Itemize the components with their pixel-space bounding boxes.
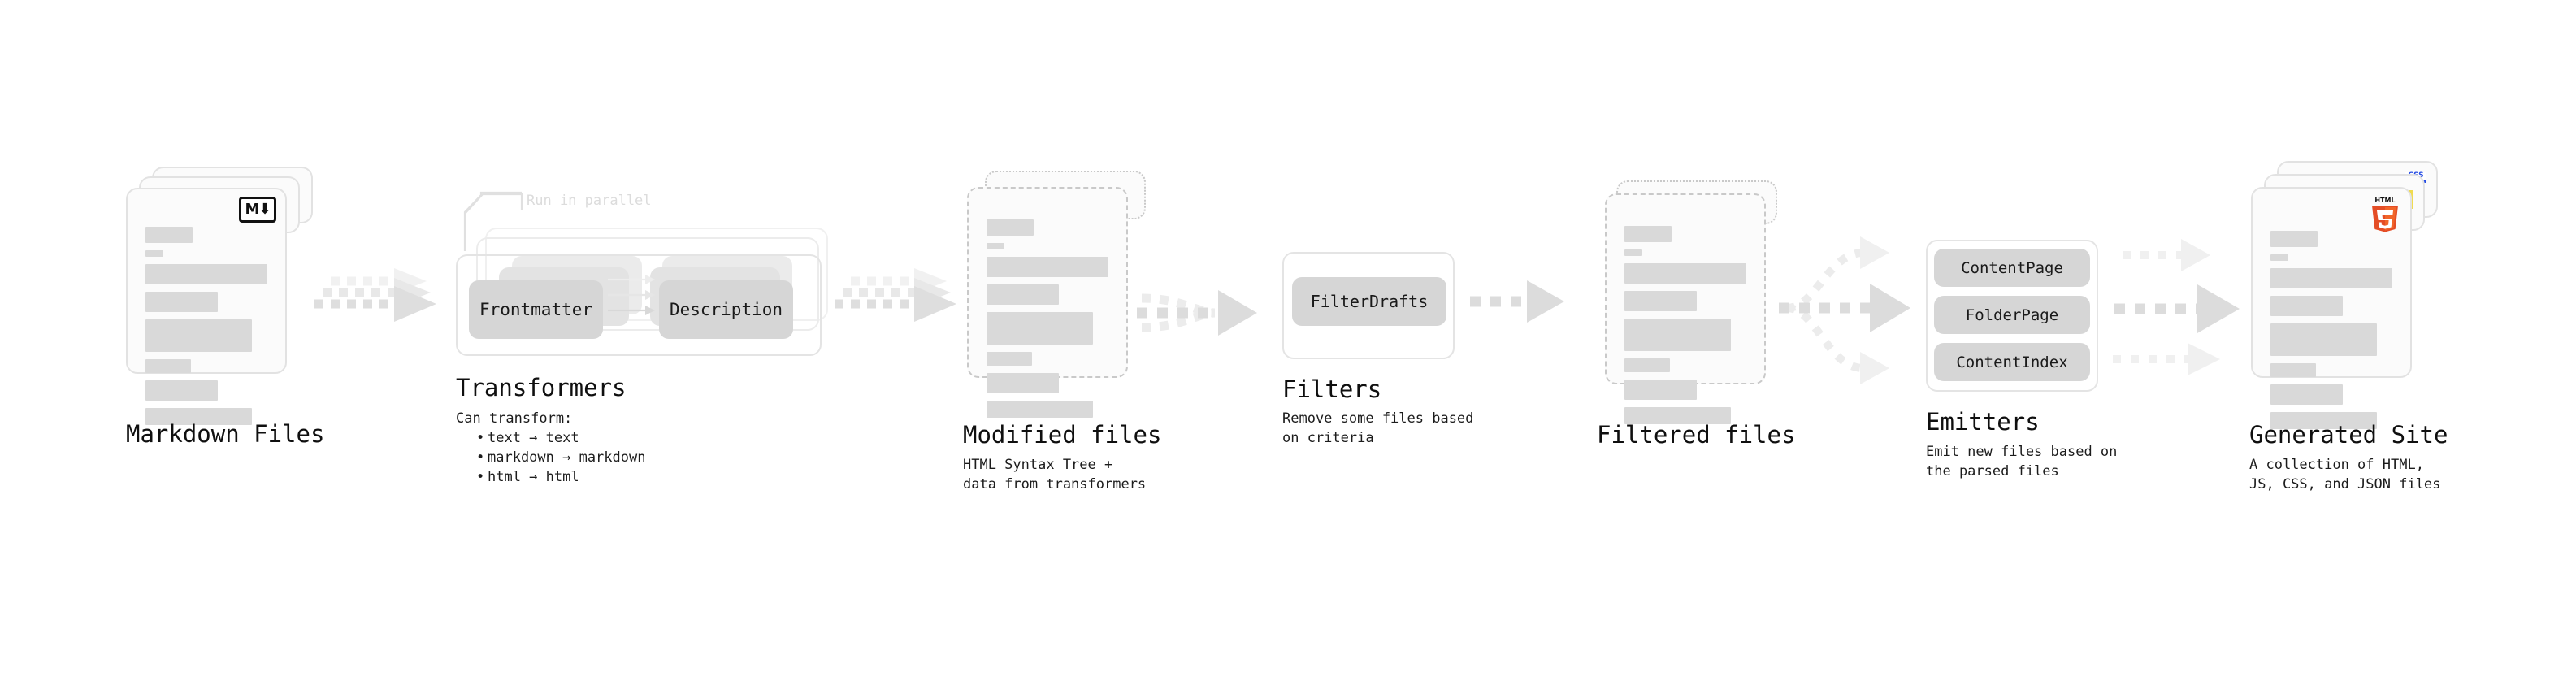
content-bar (2270, 296, 2343, 316)
transformers-bullet: text → text (476, 428, 645, 448)
content-bar (2270, 231, 2318, 247)
transformers-bullet: html → html (476, 467, 645, 487)
arrow-transformers-to-modified (833, 268, 963, 358)
content-bar (2270, 268, 2392, 288)
content-bar (1624, 226, 1672, 242)
html5-icon: HTML (2368, 195, 2402, 232)
content-bar (987, 219, 1034, 236)
markdown-icon: M⬇ (239, 197, 276, 223)
content-bar (1624, 263, 1746, 284)
markdown-icon-arrow: ⬇ (258, 201, 271, 218)
arrow-markdown-to-transformers (313, 268, 443, 358)
filter-chip-filterdrafts[interactable]: FilterDrafts (1292, 277, 1446, 326)
transformer-chip-description[interactable]: Description (659, 280, 793, 339)
content-bar (1624, 291, 1697, 311)
generated-file-content (2270, 231, 2392, 436)
content-bar (1624, 358, 1670, 372)
modified-files-title: Modified files (963, 421, 1162, 449)
content-bar (987, 373, 1059, 393)
modified-file-card-front (967, 187, 1128, 418)
filters-title: Filters (1282, 375, 1382, 403)
emitter-chip-contentindex[interactable]: ContentIndex (1934, 343, 2090, 381)
generated-site-subtitle: A collection of HTML, JS, CSS, and JSON … (2249, 457, 2441, 492)
generated-file-card-html: HTML (2251, 187, 2412, 429)
arrow-emitters-to-site (2113, 228, 2267, 390)
filters-subtitle: Remove some files based on criteria (1282, 410, 1474, 446)
emitter-chip-folderpage[interactable]: FolderPage (1934, 296, 2090, 334)
content-bar (1624, 319, 1731, 351)
content-bar (1624, 249, 1642, 256)
transformer-chip-frontmatter[interactable]: Frontmatter (469, 280, 603, 339)
filtered-file-content (1624, 226, 1746, 432)
arrow-filters-to-filtered (1467, 280, 1597, 354)
content-bar (2270, 384, 2343, 405)
content-bar (145, 408, 252, 425)
emitters-box (1926, 240, 2098, 392)
emitters-title: Emitters (1926, 408, 2040, 436)
content-bar (2270, 363, 2316, 377)
arrow-filtered-to-emitters (1776, 223, 1930, 386)
markdown-file-card-front: M⬇ (126, 188, 287, 425)
modified-file-content (987, 219, 1108, 425)
transformers-bullet: markdown → markdown (476, 448, 645, 467)
content-bar (987, 312, 1093, 345)
content-bar (1624, 380, 1697, 400)
filtered-file-card-front (1605, 193, 1766, 424)
transformers-title: Transformers (456, 374, 627, 401)
emitter-chip-contentpage[interactable]: ContentPage (1934, 249, 2090, 287)
modified-files-subtitle: HTML Syntax Tree + data from transformer… (963, 457, 1147, 492)
content-bar (145, 264, 267, 284)
content-bar (145, 380, 218, 401)
content-bar (987, 257, 1108, 277)
content-bar (145, 359, 191, 373)
markdown-files-stack: M⬇ (126, 167, 313, 427)
content-bar (987, 284, 1059, 305)
transformer-inner-arrows (608, 275, 705, 341)
svg-text:HTML: HTML (2374, 197, 2395, 204)
filtered-files-title: Filtered files (1597, 421, 1796, 449)
filters-box (1282, 252, 1455, 359)
modified-files-stack (967, 171, 1154, 431)
filtered-files-stack (1605, 180, 1792, 440)
run-in-parallel-bracket (458, 191, 527, 251)
transformers-bullets: text → text markdown → markdown html → h… (462, 428, 645, 487)
generated-site-title: Generated Site (2249, 421, 2448, 449)
content-bar (987, 352, 1032, 366)
transformers-intro: Can transform: (456, 410, 573, 427)
content-bar (145, 227, 193, 243)
content-bar (1624, 407, 1731, 424)
content-bar (145, 319, 252, 352)
content-bar (145, 292, 218, 312)
content-bar (987, 243, 1004, 249)
transformers-box-front (456, 254, 822, 356)
emitters-subtitle: Emit new files based on the parsed files (1926, 444, 2118, 479)
markdown-files-title: Markdown Files (126, 420, 325, 448)
run-in-parallel-label: Run in parallel (527, 193, 652, 209)
content-bar (987, 401, 1093, 418)
content-bar (145, 250, 163, 257)
content-bar (2270, 254, 2288, 261)
content-bar (2270, 323, 2377, 356)
content-bar (2270, 412, 2377, 429)
generated-site-stack: CSS JS HTML (2251, 161, 2446, 429)
arrow-modified-to-filters (1134, 264, 1288, 354)
markdown-file-content (145, 227, 267, 432)
markdown-icon-letter: M (245, 201, 259, 218)
